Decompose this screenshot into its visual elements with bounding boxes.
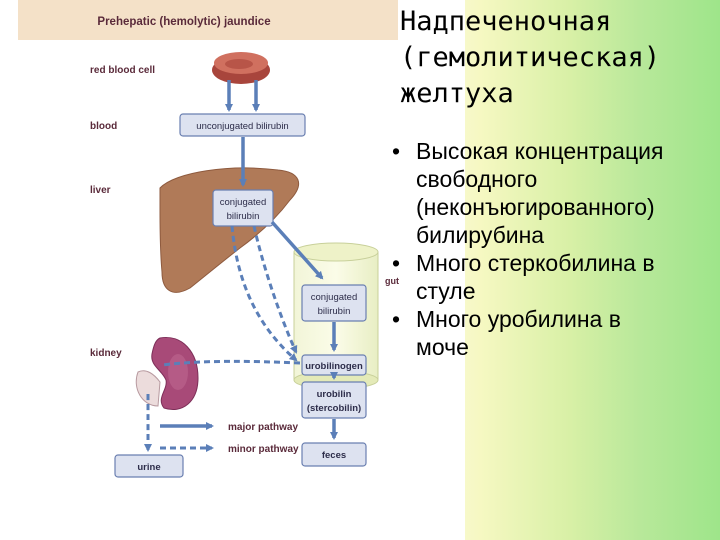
box-urobilin-line2: (stercobilin)	[307, 403, 361, 414]
slide-title-line-3: желтуха	[400, 78, 514, 109]
box-urine-label: urine	[137, 462, 160, 473]
box-feces	[301, 442, 367, 467]
legend-major-label: major pathway	[228, 422, 298, 433]
bullet-item: Много стеркобилина в стуле	[392, 249, 720, 305]
bullet-line: Много стеркобилина в	[416, 250, 655, 276]
bullet-line: Высокая концентрация	[416, 138, 664, 164]
slide-title-line-1: Надпеченочная	[400, 6, 612, 37]
bullet-item: Много уробилина в моче	[392, 305, 720, 361]
box-urine	[114, 454, 184, 478]
box-unconjugated-bilirubin-label: unconjugated bilirubin	[196, 121, 288, 132]
box-urobilinogen-label: urobilinogen	[305, 361, 363, 372]
bullet-line: свободного	[416, 166, 538, 192]
legend-minor-label: minor pathway	[228, 444, 299, 455]
bullet-line: стуле	[416, 278, 476, 304]
row-label-kidney: kidney	[90, 348, 122, 359]
bullet-line: (неконъюгированного)	[416, 194, 655, 220]
bullet-line: билирубина	[416, 222, 545, 248]
row-label-liver: liver	[90, 185, 111, 196]
box-conjugated-bilirubin-gut-line2: bilirubin	[318, 306, 351, 317]
slide-title-line-2: (гемолитическая)	[400, 42, 661, 73]
bullet-line: Много уробилина в	[416, 306, 621, 332]
diagram-header: Prehepatic (hemolytic) jaundice	[97, 16, 270, 28]
row-label-blood: blood	[90, 121, 117, 132]
box-conjugated-bilirubin-gut-line1: conjugated	[311, 292, 357, 303]
box-conjugated-bilirubin-gut	[301, 284, 367, 322]
box-urobilin-line1: urobilin	[317, 389, 352, 400]
bullet-line: моче	[416, 334, 469, 360]
bullet-item: Высокая концентрация свободного (неконъю…	[392, 137, 720, 249]
red-blood-cell-illustration	[212, 52, 270, 84]
bullet-list: Высокая концентрация свободного (неконъю…	[392, 137, 720, 361]
legend: major pathway minor pathway	[160, 422, 299, 455]
major-pathway-arrows	[225, 80, 338, 440]
slide-title: Надпеченочная (гемолитическая) желтуха	[400, 4, 720, 112]
minor-pathway-arrows	[144, 225, 301, 452]
kidney-illustration	[135, 336, 199, 410]
box-conjugated-bilirubin-liver-line1: conjugated	[220, 197, 266, 208]
box-unconjugated-bilirubin	[179, 113, 306, 137]
box-conjugated-bilirubin-liver-line2: bilirubin	[227, 211, 260, 222]
bilirubin-pathway-diagram: Prehepatic (hemolytic) jaundice red bloo…	[18, 0, 399, 478]
row-label-red-blood-cell: red blood cell	[90, 65, 155, 76]
diagram-panel	[0, 0, 465, 540]
header-band	[18, 0, 398, 40]
box-conjugated-bilirubin-liver	[212, 189, 274, 227]
box-urobilin	[301, 381, 367, 419]
box-feces-label: feces	[322, 450, 346, 461]
